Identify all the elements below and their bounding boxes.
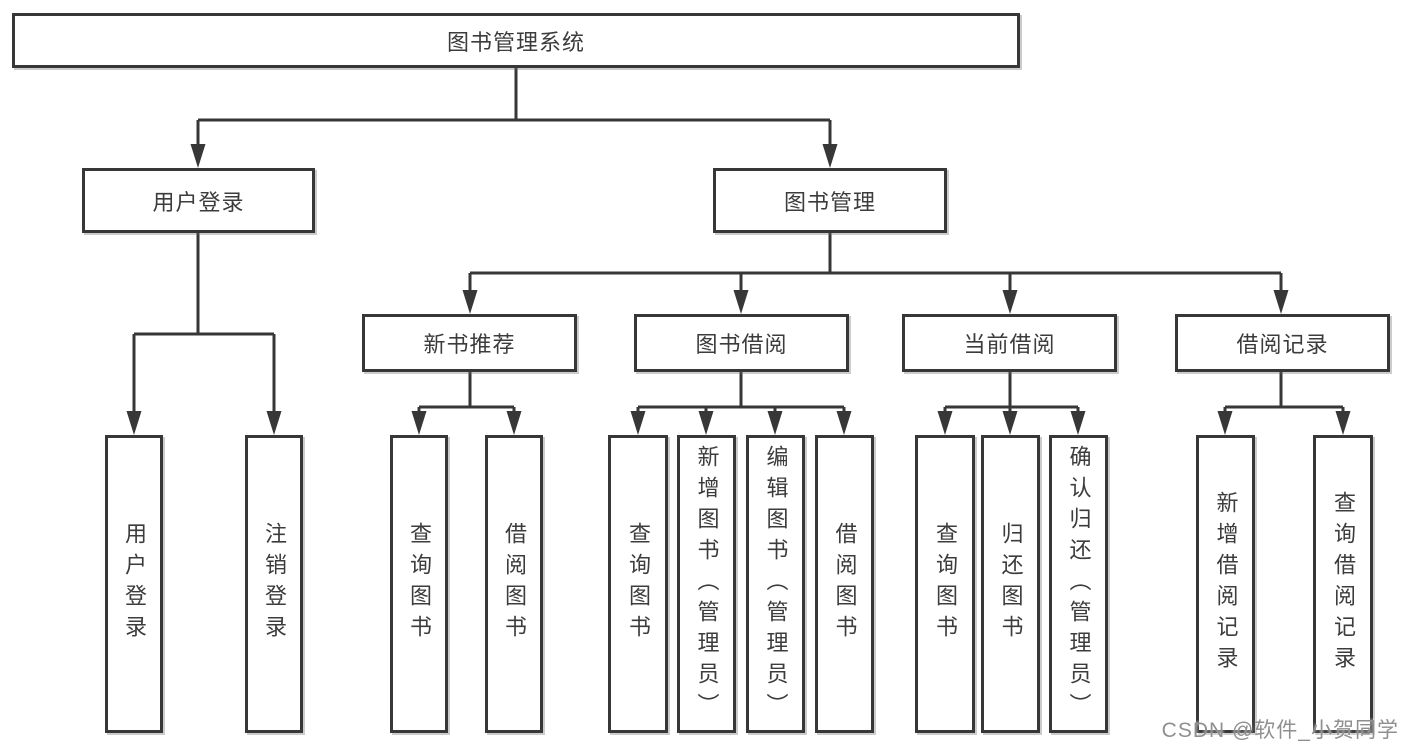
leaf-query-books-borrow: 查询图书 bbox=[608, 435, 668, 733]
leaf-borrow-books: 借阅图书 bbox=[815, 435, 874, 733]
node-root-system: 图书管理系统 bbox=[12, 13, 1020, 68]
leaf-add-book-admin-label: 新增图书（管理员） bbox=[694, 444, 720, 724]
leaf-edit-book-admin-label: 编辑图书（管理员） bbox=[763, 444, 789, 724]
leaf-borrow-books-recommend: 借阅图书 bbox=[485, 435, 543, 733]
leaf-logout: 注销登录 bbox=[245, 435, 303, 733]
leaf-logout-label: 注销登录 bbox=[262, 522, 287, 646]
node-book-borrow: 图书借阅 bbox=[634, 314, 849, 372]
leaf-query-books-recommend: 查询图书 bbox=[390, 435, 448, 733]
leaf-return-book-label: 归还图书 bbox=[998, 522, 1024, 646]
node-new-book-recommend-label: 新书推荐 bbox=[423, 332, 516, 357]
node-book-management-label: 图书管理 bbox=[783, 189, 876, 215]
leaf-borrow-books-recommend-label: 借阅图书 bbox=[502, 522, 527, 646]
leaf-query-borrow-record-label: 查询借阅记录 bbox=[1331, 491, 1356, 677]
leaf-query-borrow-record: 查询借阅记录 bbox=[1313, 435, 1373, 733]
leaf-query-books-recommend-label: 查询图书 bbox=[407, 522, 432, 646]
leaf-add-borrow-record: 新增借阅记录 bbox=[1196, 435, 1255, 733]
leaf-confirm-return-admin-label: 确认归还（管理员） bbox=[1066, 444, 1092, 724]
leaf-query-books-current-label: 查询图书 bbox=[933, 522, 958, 646]
node-book-management: 图书管理 bbox=[713, 168, 947, 233]
leaf-return-book: 归还图书 bbox=[981, 435, 1040, 733]
csdn-watermark: CSDN @软件_小贺同学 bbox=[1161, 719, 1399, 742]
leaf-query-books-current: 查询图书 bbox=[915, 435, 975, 733]
node-book-borrow-label: 图书借阅 bbox=[695, 332, 788, 357]
node-borrow-records-label: 借阅记录 bbox=[1236, 332, 1329, 357]
node-new-book-recommend: 新书推荐 bbox=[362, 314, 577, 372]
node-user-login-label: 用户登录 bbox=[152, 189, 245, 215]
node-current-borrow-label: 当前借阅 bbox=[963, 332, 1056, 357]
node-root-system-label: 图书管理系统 bbox=[446, 29, 585, 55]
node-current-borrow: 当前借阅 bbox=[902, 314, 1117, 372]
leaf-user-login: 用户登录 bbox=[105, 435, 163, 733]
leaf-edit-book-admin: 编辑图书（管理员） bbox=[746, 435, 805, 733]
leaf-add-book-admin: 新增图书（管理员） bbox=[677, 435, 736, 733]
leaf-query-books-borrow-label: 查询图书 bbox=[626, 522, 651, 646]
leaf-user-login-label: 用户登录 bbox=[122, 522, 147, 646]
node-user-login: 用户登录 bbox=[82, 168, 315, 233]
leaf-add-borrow-record-label: 新增借阅记录 bbox=[1213, 491, 1239, 677]
leaf-borrow-books-label: 借阅图书 bbox=[832, 522, 858, 646]
leaf-confirm-return-admin: 确认归还（管理员） bbox=[1049, 435, 1108, 733]
node-borrow-records: 借阅记录 bbox=[1175, 314, 1390, 372]
